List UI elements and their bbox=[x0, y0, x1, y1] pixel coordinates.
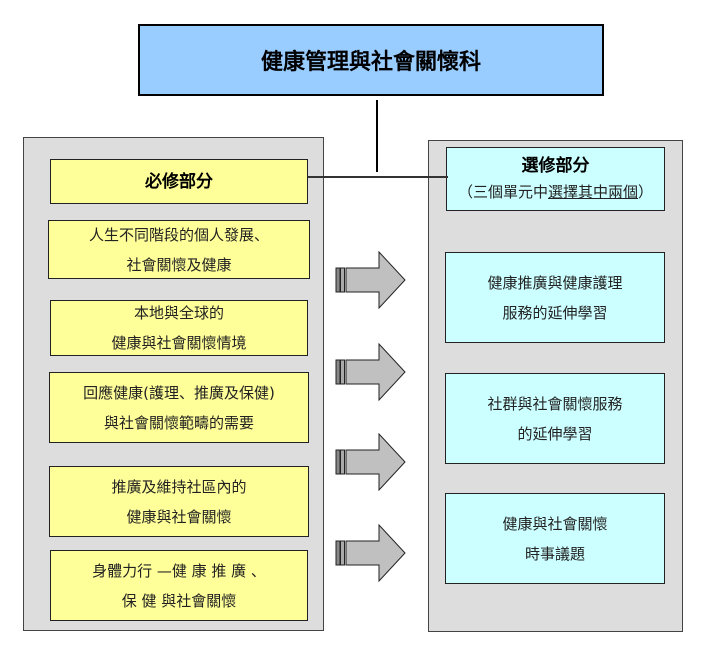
compulsory-item: 身體力行 —健 康 推 廣 、 保 健 與社會關懷 bbox=[50, 550, 308, 621]
compulsory-item-line1: 本地與全球的 bbox=[133, 304, 224, 322]
compulsory-item-line2: 健康與社會關懷情境 bbox=[111, 334, 247, 352]
elective-item: 社群與社會關懷服務 的延伸學習 bbox=[445, 373, 665, 464]
compulsory-item: 推廣及維持社區內的 健康與社會關懷 bbox=[49, 466, 309, 537]
compulsory-item-line2: 社會關懷及健康 bbox=[126, 255, 232, 274]
elective-item-line2: 的延伸學習 bbox=[517, 424, 593, 443]
compulsory-item-line1: 身體力行 —健 康 推 廣 、 bbox=[92, 561, 266, 580]
elective-item-line1: 健康推廣與健康護理 bbox=[487, 273, 623, 292]
elective-item-line1: 社群與社會關懷服務 bbox=[487, 394, 623, 413]
panels-connector-line bbox=[308, 176, 448, 178]
subject-title: 健康管理與社會關懷科 bbox=[260, 50, 481, 75]
right-arrow-icon bbox=[335, 251, 406, 309]
elective-note-suffix: ） bbox=[638, 183, 654, 201]
right-arrow-icon bbox=[335, 433, 406, 491]
elective-heading-box: 選修部分 （三個單元中選擇其中兩個） bbox=[446, 147, 665, 211]
title-connector-line bbox=[376, 100, 378, 172]
right-arrow-icon bbox=[335, 524, 406, 582]
elective-item-line2: 時事議題 bbox=[524, 544, 585, 563]
subject-title-box: 健康管理與社會關懷科 bbox=[138, 24, 604, 96]
elective-item-line2: 服務的延伸學習 bbox=[502, 303, 608, 322]
compulsory-item-line2: 與社會關懷範疇的需要 bbox=[103, 413, 254, 432]
right-arrow-icon bbox=[335, 343, 406, 401]
elective-note-prefix: （三個單元中 bbox=[457, 183, 548, 201]
compulsory-heading-box: 必修部分 bbox=[50, 159, 308, 204]
compulsory-heading: 必修部分 bbox=[145, 171, 213, 192]
elective-item: 健康與社會關懷 時事議題 bbox=[445, 493, 665, 584]
elective-note: （三個單元中選擇其中兩個） bbox=[458, 179, 653, 205]
compulsory-item: 人生不同階段的個人發展、 社會關懷及健康 bbox=[48, 220, 310, 279]
compulsory-item-line1: 人生不同階段的個人發展、 bbox=[88, 225, 269, 244]
compulsory-item: 回應健康(護理、推廣及保健) 與社會關懷範疇的需要 bbox=[49, 372, 309, 443]
elective-item-line1: 健康與社會關懷 bbox=[502, 514, 608, 533]
elective-note-underlined: 選擇其中兩個 bbox=[547, 183, 638, 201]
elective-item: 健康推廣與健康護理 服務的延伸學習 bbox=[445, 252, 665, 343]
compulsory-item-line1: 回應健康(護理、推廣及保健) bbox=[83, 383, 275, 402]
compulsory-item: 本地與全球的 健康與社會關懷情境 bbox=[50, 300, 308, 356]
compulsory-item-line2: 保 健 與社會關懷 bbox=[121, 591, 237, 610]
compulsory-item-line1: 推廣及維持社區內的 bbox=[111, 477, 247, 496]
compulsory-item-line2: 健康與社會關懷 bbox=[126, 507, 232, 526]
elective-heading: 選修部分 bbox=[521, 156, 590, 176]
